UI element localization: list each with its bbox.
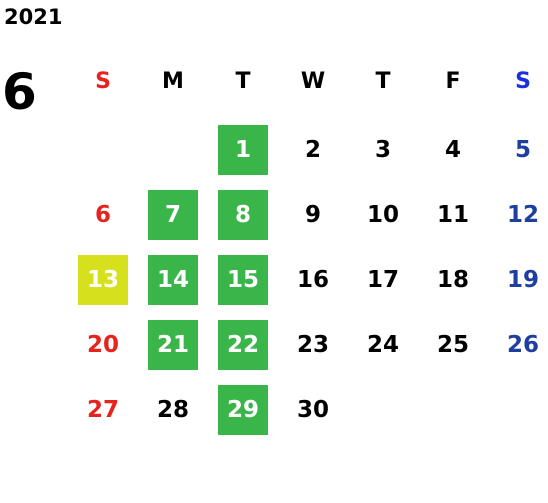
day-cell[interactable]: 10	[348, 190, 418, 240]
day-cell[interactable]: 24	[348, 320, 418, 370]
day-number: 16	[296, 267, 329, 293]
day-cell[interactable]: 6	[68, 190, 138, 240]
day-cell[interactable]: 18	[418, 255, 488, 305]
calendar-month: 6	[2, 63, 37, 121]
day-number: 10	[366, 202, 399, 228]
day-cell[interactable]: 5	[488, 125, 548, 175]
day-number: 21	[148, 320, 198, 370]
day-cell[interactable]: 9	[278, 190, 348, 240]
day-number: 2	[304, 137, 321, 163]
day-cell[interactable]: 3	[348, 125, 418, 175]
day-cell[interactable]: 23	[278, 320, 348, 370]
day-number: 8	[218, 190, 268, 240]
day-cell[interactable]: 25	[418, 320, 488, 370]
day-cell[interactable]: 26	[488, 320, 548, 370]
weekday-header: S	[95, 68, 111, 94]
day-cell[interactable]: 15	[208, 255, 278, 305]
day-cell[interactable]: 21	[138, 320, 208, 370]
weekday-header: T	[235, 68, 251, 94]
day-number: 22	[218, 320, 268, 370]
day-number: 14	[148, 255, 198, 305]
day-number: 12	[506, 202, 539, 228]
day-number: 28	[156, 397, 189, 423]
day-cell[interactable]: 8	[208, 190, 278, 240]
day-cell[interactable]: 1	[208, 125, 278, 175]
day-cell[interactable]: 14	[138, 255, 208, 305]
day-cell[interactable]: 28	[138, 385, 208, 435]
day-cell[interactable]: 30	[278, 385, 348, 435]
day-number: 6	[94, 202, 111, 228]
day-cell[interactable]: 27	[68, 385, 138, 435]
day-number: 20	[86, 332, 119, 358]
day-number: 27	[86, 397, 119, 423]
day-cell[interactable]: 11	[418, 190, 488, 240]
weekday-header: T	[375, 68, 391, 94]
day-cell[interactable]: 17	[348, 255, 418, 305]
day-number: 26	[506, 332, 539, 358]
day-number: 7	[148, 190, 198, 240]
day-cell[interactable]: 4	[418, 125, 488, 175]
day-number: 19	[506, 267, 539, 293]
weekday-header: S	[515, 68, 531, 94]
day-number: 15	[218, 255, 268, 305]
day-cell[interactable]: 29	[208, 385, 278, 435]
day-number: 1	[218, 125, 268, 175]
day-cell[interactable]: 20	[68, 320, 138, 370]
day-cell[interactable]: 16	[278, 255, 348, 305]
day-number: 25	[436, 332, 469, 358]
day-number: 11	[436, 202, 469, 228]
day-cell[interactable]: 19	[488, 255, 548, 305]
day-cell[interactable]: 22	[208, 320, 278, 370]
day-number: 23	[296, 332, 329, 358]
day-number: 9	[304, 202, 321, 228]
day-number: 17	[366, 267, 399, 293]
weekday-header: F	[445, 68, 461, 94]
day-number: 29	[218, 385, 268, 435]
calendar-year: 2021	[4, 5, 63, 29]
day-number: 3	[374, 137, 391, 163]
day-number: 5	[514, 137, 531, 163]
day-cell[interactable]: 2	[278, 125, 348, 175]
weekday-header: M	[162, 68, 184, 94]
day-number: 13	[78, 255, 128, 305]
day-number: 4	[444, 137, 461, 163]
day-cell[interactable]: 13	[68, 255, 138, 305]
weekday-header: W	[300, 68, 326, 94]
day-number: 30	[296, 397, 329, 423]
day-cell[interactable]: 7	[138, 190, 208, 240]
day-number: 18	[436, 267, 469, 293]
day-cell[interactable]: 12	[488, 190, 548, 240]
day-number: 24	[366, 332, 399, 358]
